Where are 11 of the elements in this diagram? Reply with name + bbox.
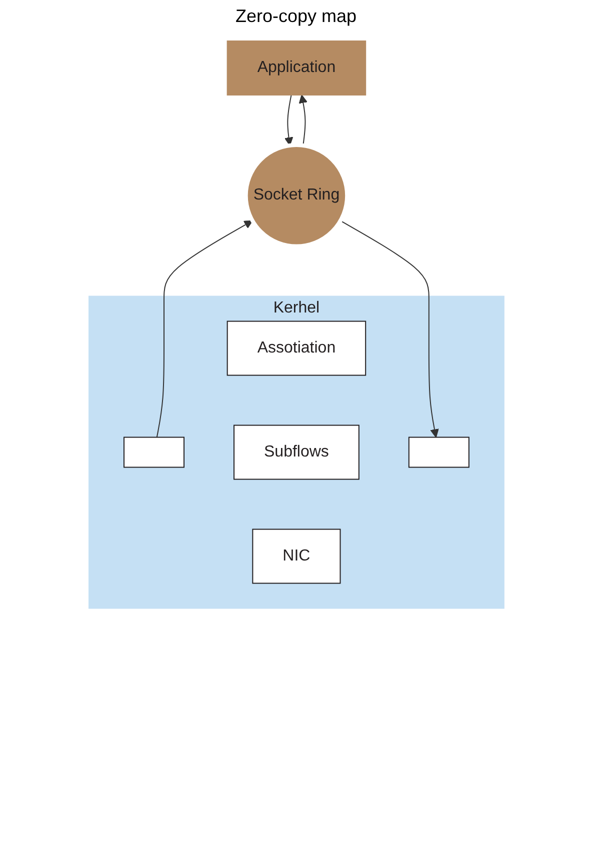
arrow: [339, 220, 438, 438]
arrow: [156, 220, 252, 438]
node-box: Assotiation: [226, 320, 366, 376]
arrow: [298, 94, 308, 146]
node-box: [408, 436, 469, 468]
node-box: NIC: [252, 528, 340, 584]
node-box: Application: [226, 40, 366, 96]
arrow: [284, 94, 293, 146]
diagram-note: Zero-copy map: [234, 6, 358, 27]
node-box: [123, 436, 184, 468]
node-box: Subflows: [233, 424, 359, 480]
